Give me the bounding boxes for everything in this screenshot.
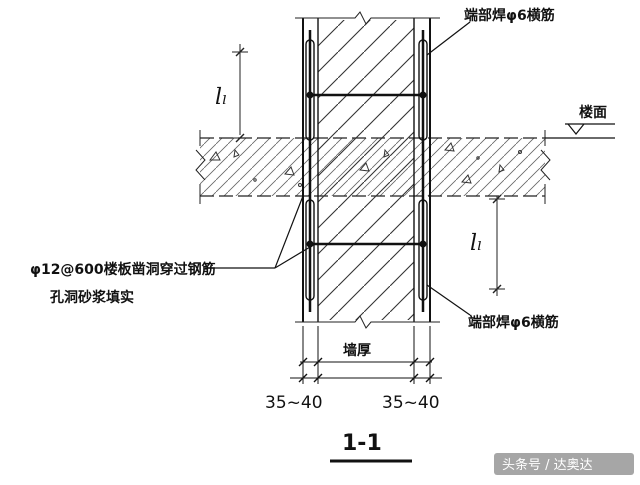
leader-lines (205, 21, 471, 316)
lap-dimension-top (232, 44, 248, 143)
section-title: 1-1 (342, 431, 382, 456)
lap-length-top-label: lₗ (215, 85, 227, 110)
floor-level-symbol (545, 123, 615, 139)
lap-dimension-bottom (489, 194, 505, 296)
watermark-text: 头条号 / 达奥达 (502, 457, 593, 473)
top-rebar-label: 端部焊φ6横筋 (464, 7, 555, 24)
dimension-lines (290, 326, 442, 384)
dim-left-label: 35~40 (265, 393, 323, 413)
wall (295, 11, 440, 329)
watermark: 头条号 / 达奥达 (494, 453, 634, 475)
rebar-note-line2: 孔洞砂浆填实 (50, 289, 134, 306)
dim-right-label: 35~40 (382, 393, 440, 413)
bottom-rebar-label: 端部焊φ6横筋 (468, 314, 559, 331)
lap-length-bottom-label: lₗ (470, 231, 482, 256)
cross-bars (306, 91, 427, 248)
floor-label: 楼面 (579, 104, 607, 121)
wall-thickness-label: 墙厚 (343, 342, 371, 359)
vertical-rebars (305, 30, 428, 312)
rebar-note-line1: φ12@600楼板凿洞穿过钢筋 (30, 261, 216, 278)
